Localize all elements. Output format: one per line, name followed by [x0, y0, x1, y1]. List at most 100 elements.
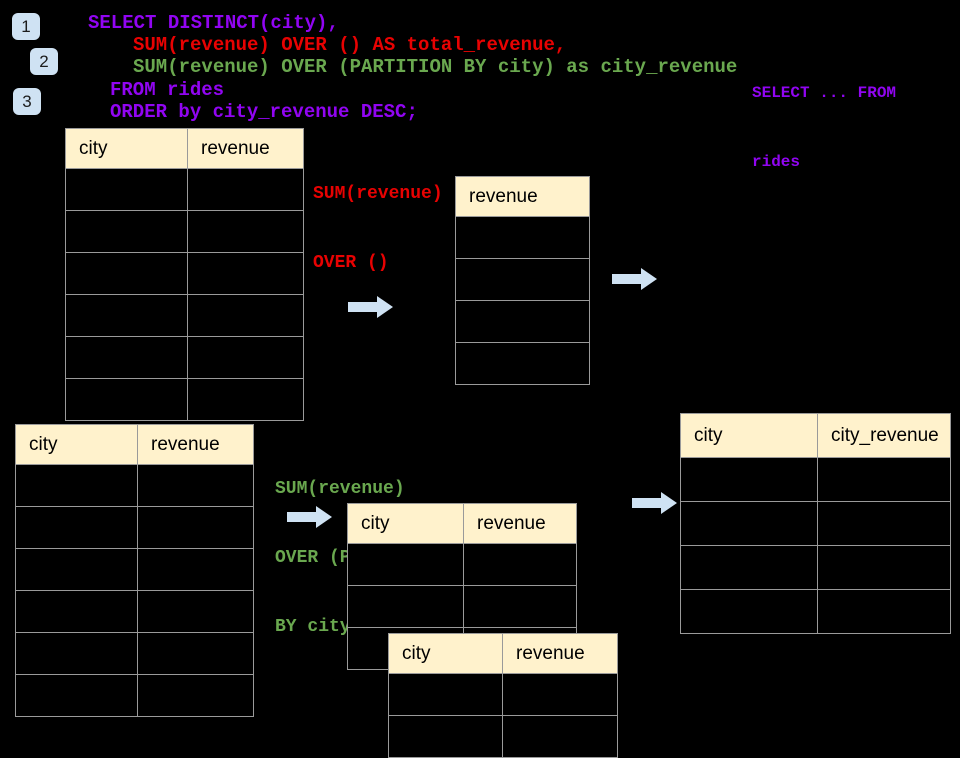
column-header-city: city — [15, 424, 138, 465]
table-row — [455, 300, 590, 343]
table-row — [15, 506, 254, 549]
column-header-revenue: revenue — [502, 633, 618, 674]
column-header-city: city — [347, 503, 464, 544]
total-window-label-line-2: OVER () — [313, 253, 389, 273]
empty-cell — [137, 632, 254, 675]
table-row — [15, 548, 254, 591]
sql-line-select: SELECT DISTINCT(city), — [88, 12, 339, 34]
table-row — [388, 715, 618, 758]
table-row — [455, 258, 590, 301]
total-result-grid: revenue — [455, 176, 590, 385]
empty-cell — [65, 168, 188, 211]
empty-cell — [137, 674, 254, 717]
empty-cell — [137, 506, 254, 549]
empty-cell — [65, 252, 188, 295]
partition-window-label-line-1: SUM(revenue) — [275, 479, 405, 499]
empty-cell — [817, 589, 951, 634]
empty-cell — [455, 258, 590, 301]
empty-cell — [65, 336, 188, 379]
table-row — [680, 589, 951, 634]
empty-cell — [15, 464, 138, 507]
slide-canvas: 1 2 3 SELECT DISTINCT(city), SUM(revenue… — [12, 12, 951, 758]
table-row — [680, 545, 951, 590]
empty-cell — [347, 543, 464, 586]
sql-line-city-revenue: SUM(revenue) OVER (PARTITION BY city) as… — [133, 56, 738, 78]
column-header-revenue: revenue — [187, 128, 304, 169]
table-row — [347, 585, 577, 628]
empty-cell — [15, 590, 138, 633]
table-row — [15, 632, 254, 675]
empty-cell — [187, 252, 304, 295]
step-badge-1: 1 — [12, 13, 40, 40]
empty-cell — [680, 501, 818, 546]
side-note-line-1: SELECT ... FROM — [752, 84, 897, 102]
empty-cell — [187, 210, 304, 253]
sql-line-total-revenue: SUM(revenue) OVER () AS total_revenue, — [133, 34, 567, 56]
column-header-revenue: revenue — [463, 503, 577, 544]
empty-cell — [388, 715, 503, 758]
table-row — [15, 590, 254, 633]
empty-cell — [680, 457, 818, 502]
empty-cell — [817, 545, 951, 590]
table-row — [65, 252, 304, 295]
side-note-line-2: rides — [752, 153, 801, 171]
column-header-revenue: revenue — [455, 176, 590, 217]
sql-line-order-by: ORDER by city_revenue DESC; — [110, 101, 418, 123]
empty-cell — [347, 585, 464, 628]
arrow-right-icon — [612, 268, 657, 290]
arrow-right-icon — [287, 506, 332, 528]
side-note: SELECT ... FROM rides — [752, 36, 896, 220]
table-row — [455, 342, 590, 385]
empty-cell — [455, 300, 590, 343]
column-header-city: city — [65, 128, 188, 169]
column-header-city: city — [680, 413, 818, 458]
table-row — [680, 457, 951, 502]
arrow-right-icon — [348, 296, 393, 318]
empty-cell — [187, 378, 304, 421]
empty-cell — [680, 589, 818, 634]
table-row — [388, 673, 618, 716]
table-row — [15, 674, 254, 717]
empty-cell — [463, 543, 577, 586]
empty-cell — [187, 168, 304, 211]
empty-cell — [65, 378, 188, 421]
total-window-label: SUM(revenue) OVER () — [313, 137, 443, 321]
table-row — [15, 464, 254, 507]
table-row — [347, 543, 577, 586]
empty-cell — [137, 590, 254, 633]
empty-cell — [187, 336, 304, 379]
table-row — [455, 216, 590, 259]
empty-cell — [137, 464, 254, 507]
empty-cell — [15, 548, 138, 591]
step-badge-3: 3 — [13, 88, 41, 115]
empty-cell — [15, 674, 138, 717]
step-badge-2: 2 — [30, 48, 58, 75]
table-row — [680, 501, 951, 546]
empty-cell — [388, 673, 503, 716]
empty-cell — [463, 585, 577, 628]
empty-cell — [455, 216, 590, 259]
table-row — [65, 336, 304, 379]
sql-line-from: FROM rides — [110, 79, 225, 101]
empty-cell — [502, 673, 618, 716]
empty-cell — [137, 548, 254, 591]
empty-cell — [817, 457, 951, 502]
table-row — [65, 168, 304, 211]
table-row — [65, 294, 304, 337]
empty-cell — [65, 294, 188, 337]
column-header-city: city — [388, 633, 503, 674]
table-row — [65, 210, 304, 253]
empty-cell — [15, 632, 138, 675]
empty-cell — [455, 342, 590, 385]
empty-cell — [15, 506, 138, 549]
total-window-label-line-1: SUM(revenue) — [313, 184, 443, 204]
column-header-revenue: revenue — [137, 424, 254, 465]
